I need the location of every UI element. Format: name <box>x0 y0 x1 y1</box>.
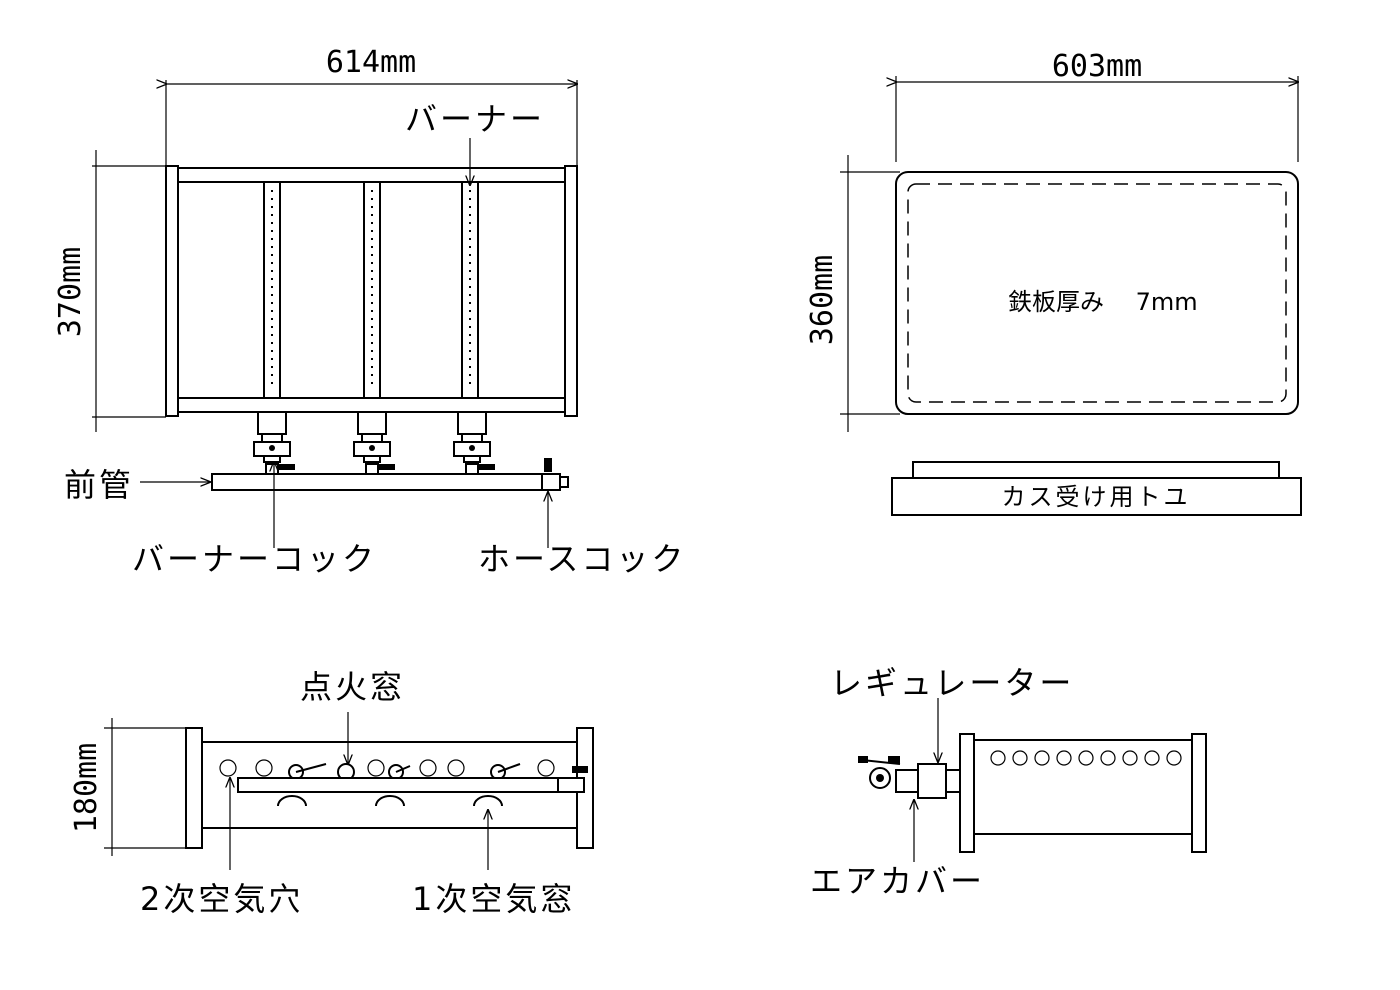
burner-cock-label: バーナーコック <box>132 540 377 578</box>
height-dimension-180: 180mm <box>69 718 186 856</box>
front-pipe-front-view <box>237 777 559 793</box>
burner-label: バーナー <box>405 100 545 138</box>
left-end-plate <box>185 727 203 849</box>
height-dimension-370: 370mm <box>53 150 166 432</box>
top-right-plate-view: 603mm 360mm 鉄板厚み 7mm カス受け用トユ <box>805 49 1302 516</box>
valve-knobs <box>288 763 588 780</box>
plate-thickness-label: 鉄板厚み 7mm <box>1008 288 1198 316</box>
bottom-right-side-view: レギュレーター エアカバー <box>810 664 1207 900</box>
burner-cock-3 <box>453 411 496 477</box>
top-left-plan-view: 614mm 370mm <box>53 45 686 578</box>
side-end-plate-right <box>1191 733 1207 853</box>
bottom-left-front-view: 180mm 点火窓 2次空気 <box>69 668 594 918</box>
ignition-window-label: 点火窓 <box>300 668 405 706</box>
width-label: 614mm <box>326 45 416 80</box>
height-label: 370mm <box>53 247 88 337</box>
burner-cock-2 <box>353 411 396 477</box>
side-end-plate-left <box>959 733 975 853</box>
secondary-air-hole-label: 2次空気穴 <box>140 880 303 918</box>
front-pipe <box>211 473 543 491</box>
hose-cock <box>541 458 569 491</box>
regulator-assembly <box>858 756 961 799</box>
width-dimension-614: 614mm <box>166 45 577 170</box>
width-dimension-603: 603mm <box>896 49 1298 162</box>
tray-lip <box>912 461 1280 479</box>
air-cover-label: エアカバー <box>810 862 985 900</box>
plate-height-label: 360mm <box>805 255 840 345</box>
primary-air-window-label: 1次空気窓 <box>412 880 575 918</box>
height-dimension-360: 360mm <box>805 155 900 432</box>
side-air-holes <box>990 750 1182 766</box>
plate-width-label: 603mm <box>1052 49 1142 84</box>
front-pipe-label: 前管 <box>64 466 134 504</box>
front-height-label: 180mm <box>69 743 104 833</box>
regulator-label: レギュレーター <box>830 664 1074 702</box>
hose-fitting <box>557 777 585 793</box>
hose-cock-label: ホースコック <box>478 540 686 578</box>
iron-plate <box>895 171 1299 415</box>
grease-tray-label: カス受け用トユ <box>1002 483 1191 511</box>
primary-air-windows <box>277 795 503 807</box>
grease-tray <box>891 477 1302 516</box>
plate-inner-outline <box>907 183 1287 403</box>
burner-frame <box>165 165 578 417</box>
